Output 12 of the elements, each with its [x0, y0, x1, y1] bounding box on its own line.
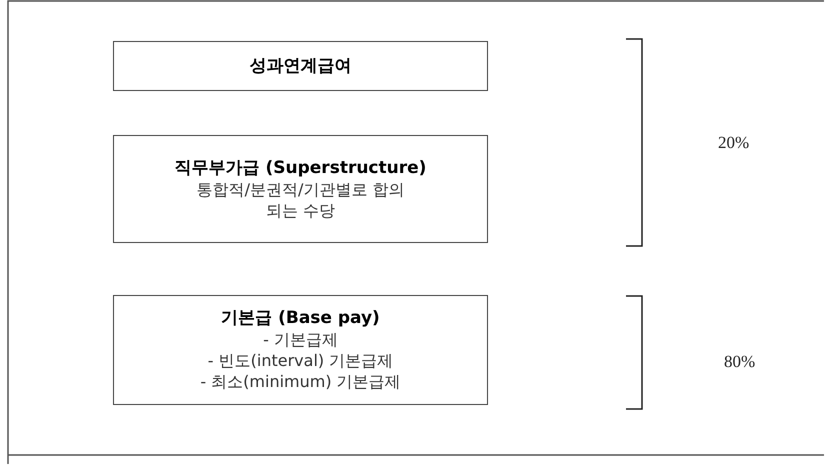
pay-component-box	[113, 135, 488, 243]
box-heading: 성과연계급여	[250, 56, 352, 76]
list-item: - 기본급제	[263, 329, 338, 350]
title-box	[113, 41, 488, 91]
percentage-label: 80%	[724, 352, 756, 372]
list-item: - 최소(minimum) 기본급제	[200, 371, 401, 392]
pay-component-box	[113, 295, 488, 405]
percentage-label: 20%	[718, 133, 750, 153]
box-heading: 직무부가급 (Superstructure)	[174, 158, 426, 178]
list-item: - 빈도(interval) 기본급제	[208, 350, 394, 371]
box-description: 통합적/분권적/기관별로 합의되는 수당	[196, 178, 406, 220]
box-heading: 기본급 (Base pay)	[221, 308, 380, 329]
